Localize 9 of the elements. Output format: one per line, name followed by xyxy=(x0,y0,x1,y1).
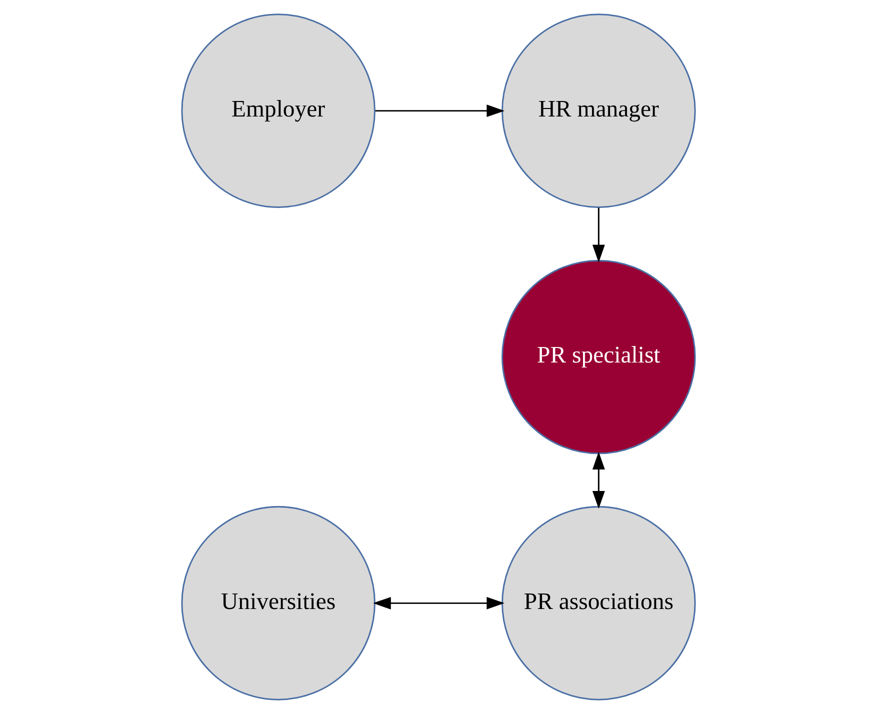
node-circle: Employer xyxy=(180,14,375,208)
node-circle: PR associations xyxy=(501,506,696,700)
arrow xyxy=(592,208,604,263)
node-circle: Universities xyxy=(180,506,375,700)
arrow xyxy=(592,452,604,509)
arrow xyxy=(372,596,504,610)
node-circle: PR specialist xyxy=(501,260,696,454)
arrow xyxy=(374,104,504,118)
node-circle: HR manager xyxy=(501,14,696,208)
